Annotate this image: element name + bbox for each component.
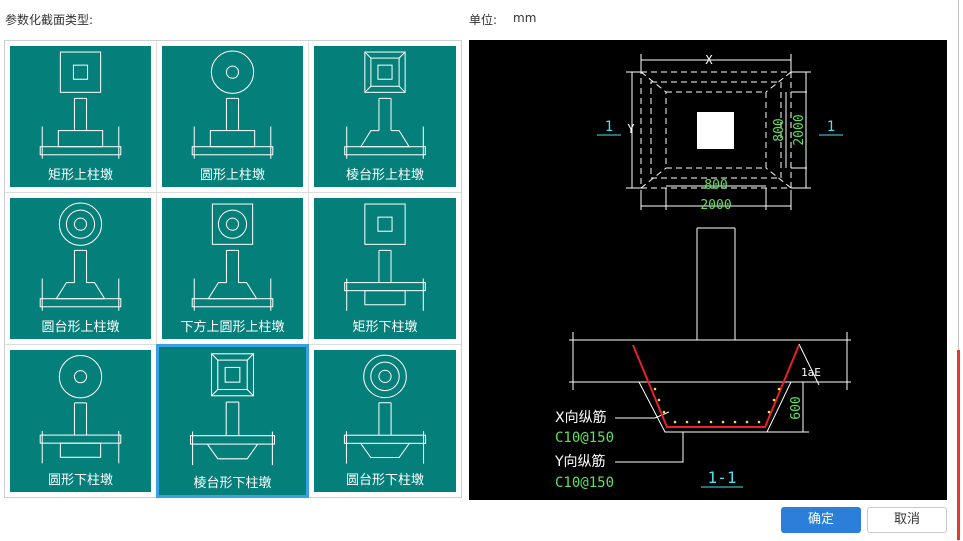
type-tile: 圆形下柱墩 bbox=[10, 350, 151, 492]
y-rebar-label: Y向纵筋 bbox=[554, 453, 606, 470]
section-mark-right: 1 bbox=[827, 119, 835, 135]
type-tile: 矩形上柱墩 bbox=[10, 46, 151, 187]
type-option[interactable]: 下方上圆形上柱墩 bbox=[157, 193, 309, 345]
type-option[interactable]: 矩形上柱墩 bbox=[5, 41, 157, 193]
type-thumbnail-icon bbox=[191, 203, 274, 311]
type-option[interactable]: 圆形下柱墩 bbox=[5, 345, 157, 497]
type-option[interactable]: 圆台形上柱墩 bbox=[5, 193, 157, 345]
type-thumbnail-icon bbox=[344, 203, 426, 311]
section-preview: X Y 800 2000 800 2000 1 1 1aE 600 X向纵筋 C… bbox=[469, 40, 947, 500]
type-tile: 棱台形上柱墩 bbox=[314, 46, 456, 187]
plan-inner-outline bbox=[665, 91, 767, 169]
dim-outer-h-text: 2000 bbox=[792, 114, 807, 145]
rebar-dots bbox=[653, 387, 781, 424]
type-label: 圆台形下柱墩 bbox=[345, 473, 424, 488]
unit-value: mm bbox=[513, 11, 537, 25]
y-rebar-spec: C10@150 bbox=[555, 475, 614, 491]
lae-text: 1aE bbox=[801, 366, 821, 379]
drop-panel-outline bbox=[638, 381, 792, 433]
dim-x-text: X bbox=[705, 53, 713, 67]
depth-text: 600 bbox=[789, 396, 804, 419]
dim-inner-h-text: 800 bbox=[772, 118, 787, 141]
section-type-grid: 矩形上柱墩 圆形上柱墩 棱台形上柱墩 圆台形上柱墩 下方上圆形上柱墩 矩形下柱墩… bbox=[4, 40, 462, 498]
section-title: 1-1 bbox=[708, 468, 737, 487]
plan-mid-outline bbox=[650, 81, 782, 179]
plan-diagonal bbox=[765, 167, 792, 189]
dim-y-text: Y bbox=[627, 122, 635, 136]
type-label: 圆台形上柱墩 bbox=[41, 320, 120, 335]
type-tile: 圆台形上柱墩 bbox=[10, 198, 151, 339]
type-option[interactable]: 棱台形上柱墩 bbox=[309, 41, 461, 193]
type-thumbnail-icon bbox=[39, 355, 122, 464]
plan-outer-outline bbox=[640, 71, 792, 189]
ok-button[interactable]: 确定 bbox=[781, 507, 861, 533]
section-type-label: 参数化截面类型: bbox=[5, 13, 94, 27]
type-thumbnail-icon bbox=[344, 51, 426, 159]
type-thumbnail-icon bbox=[189, 353, 276, 466]
dim-outer-w-text: 2000 bbox=[700, 198, 731, 213]
type-thumbnail-icon bbox=[39, 51, 122, 159]
rebar-leader bbox=[615, 432, 684, 463]
rebar-line bbox=[632, 344, 800, 428]
type-option[interactable]: 圆台形下柱墩 bbox=[309, 345, 461, 497]
type-label: 圆形下柱墩 bbox=[47, 473, 113, 488]
plan-diagonal bbox=[765, 71, 792, 93]
type-option[interactable]: 矩形下柱墩 bbox=[309, 193, 461, 345]
plan-diagonal bbox=[640, 71, 667, 93]
window-edge bbox=[958, 0, 959, 541]
type-label: 下方上圆形上柱墩 bbox=[180, 320, 285, 335]
preview-drawing: X Y 800 2000 800 2000 1 1 1aE 600 X向纵筋 C… bbox=[554, 53, 851, 491]
type-thumbnail-icon bbox=[343, 354, 427, 464]
x-rebar-spec: C10@150 bbox=[555, 430, 614, 446]
type-thumbnail-icon bbox=[39, 202, 122, 311]
type-label: 棱台形下柱墩 bbox=[193, 476, 272, 491]
unit-label: 单位: bbox=[469, 13, 498, 27]
rebar-leader bbox=[615, 411, 670, 419]
dim-inner-w-text: 800 bbox=[704, 178, 727, 193]
type-option[interactable]: 圆形上柱墩 bbox=[157, 41, 309, 193]
type-thumbnail-icon bbox=[191, 50, 274, 159]
cancel-button[interactable]: 取消 bbox=[867, 507, 947, 533]
window-edge-accent bbox=[957, 350, 960, 540]
type-tile: 矩形下柱墩 bbox=[314, 198, 456, 339]
plan-diagonal bbox=[640, 167, 667, 189]
type-tile: 圆形上柱墩 bbox=[162, 46, 303, 187]
type-label: 矩形下柱墩 bbox=[352, 320, 418, 335]
type-tile: 圆台形下柱墩 bbox=[314, 350, 456, 492]
type-label: 棱台形上柱墩 bbox=[345, 168, 424, 183]
lae-leader bbox=[798, 343, 820, 386]
type-label: 圆形上柱墩 bbox=[199, 168, 265, 183]
section-mark-left: 1 bbox=[605, 119, 613, 135]
column-plan-square bbox=[697, 112, 734, 149]
type-option[interactable]: 棱台形下柱墩 bbox=[156, 344, 309, 498]
type-label: 矩形上柱墩 bbox=[47, 168, 113, 183]
type-tile: 棱台形下柱墩 bbox=[156, 344, 309, 498]
x-rebar-label: X向纵筋 bbox=[555, 409, 607, 426]
type-tile: 下方上圆形上柱墩 bbox=[162, 198, 303, 339]
